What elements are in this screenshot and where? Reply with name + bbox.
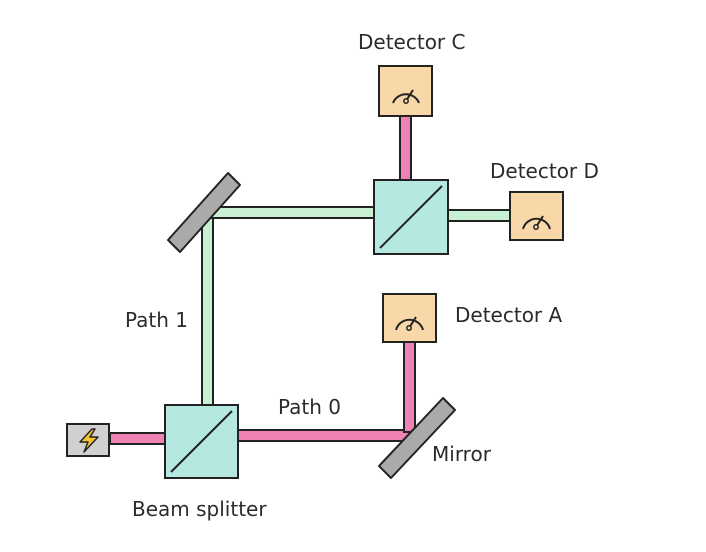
path-1-label: Path 1 — [125, 308, 188, 332]
mirror-bottom-right — [378, 397, 456, 479]
detector-a-label: Detector A — [455, 303, 563, 327]
detector-c — [378, 65, 433, 117]
light-source — [66, 423, 110, 457]
mirror-label: Mirror — [432, 442, 492, 466]
mirror-top-left — [167, 172, 241, 253]
beam-splitter-top — [373, 179, 449, 255]
gauge-icon — [392, 89, 420, 104]
beam-splitter-label: Beam splitter — [132, 497, 267, 521]
beam-source-to-splitter — [109, 432, 169, 445]
beam-to-detector-a — [403, 339, 416, 433]
detector-d — [509, 191, 564, 241]
detector-d-label: Detector D — [490, 159, 599, 183]
detector-a — [382, 293, 437, 343]
beam-upper-horizontal — [197, 206, 377, 219]
beam-path-1 — [201, 213, 214, 409]
beam-to-detector-c — [399, 113, 412, 183]
gauge-icon — [395, 316, 424, 331]
detector-c-label: Detector C — [358, 30, 465, 54]
beam-splitter-bottom — [164, 404, 239, 479]
beam-path-0 — [235, 429, 413, 442]
beam-to-detector-d — [447, 209, 511, 222]
lightning-icon — [79, 428, 99, 453]
gauge-icon — [522, 215, 551, 230]
path-0-label: Path 0 — [278, 395, 341, 419]
